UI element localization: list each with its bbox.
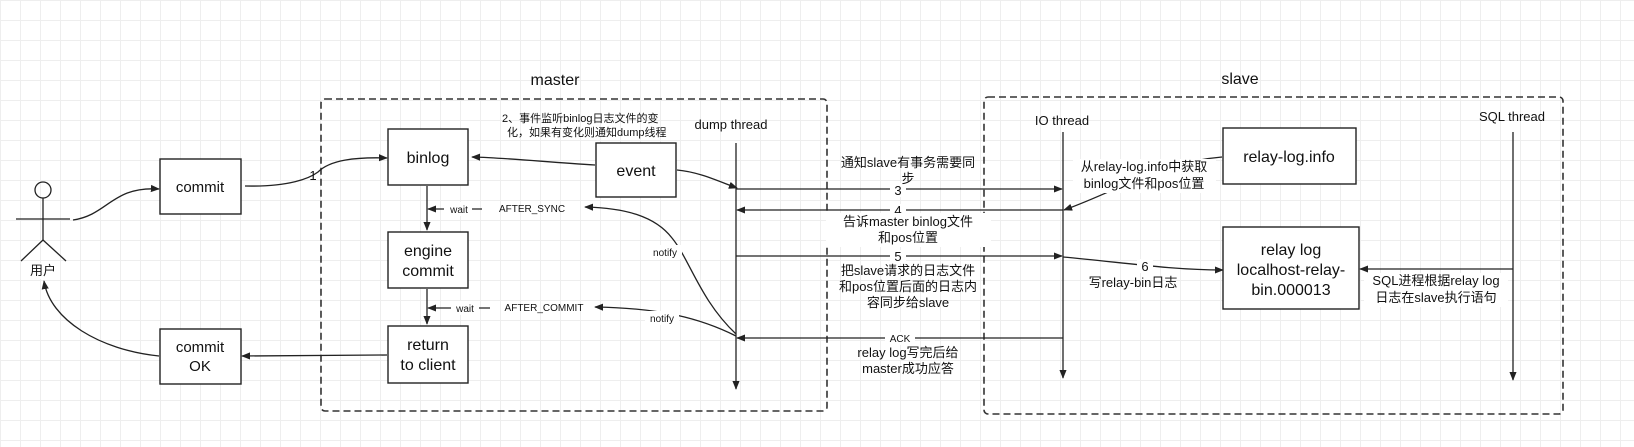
- binlog-box: [387, 128, 469, 186]
- event-note-line-2: 化，如果有变化则通知dump线程: [507, 125, 667, 139]
- relay-log-box: [1222, 226, 1360, 310]
- event-to-binlog-arrow: [471, 153, 596, 166]
- relayinfo-text-2: binlog文件和pos位置: [1084, 176, 1205, 191]
- return-to-commitok-arrow: [241, 352, 388, 360]
- user-actor-icon: [16, 181, 70, 262]
- commit-box: [159, 158, 242, 215]
- relay-log-label-1: relay log: [1261, 242, 1321, 259]
- step-1-label: 1: [309, 168, 316, 183]
- dump-thread-label: dump thread: [695, 117, 768, 132]
- sql-thread-label: SQL thread: [1479, 109, 1545, 124]
- relay-log-info-box: [1222, 127, 1357, 185]
- return-box: [387, 325, 469, 384]
- master-title: master: [531, 72, 581, 89]
- step-6-label: 6: [1141, 259, 1148, 274]
- commitok-to-user-arrow: [41, 280, 160, 357]
- commit-ok-box: [159, 328, 242, 385]
- relay-log-info-label: relay-log.info: [1243, 149, 1335, 166]
- msg-3-text-2: 步: [901, 171, 914, 186]
- step-4-label: 4: [894, 203, 901, 218]
- commit-ok-label-1: commit: [176, 339, 225, 356]
- relaybin-text: 写relay-bin日志: [1089, 275, 1178, 290]
- user-label: 用户: [30, 263, 56, 278]
- commit-label: commit: [176, 179, 225, 196]
- sql-text-2: 日志在slave执行语句: [1375, 290, 1496, 305]
- event-box: [595, 142, 677, 198]
- notify-2-label: notify: [650, 314, 674, 325]
- relay-log-label-2: localhost-relay-: [1237, 262, 1345, 279]
- wait-2-label: wait: [455, 304, 474, 315]
- relayinfo-text-1: 从relay-log.info中获取: [1081, 159, 1207, 174]
- user-to-commit-arrow: [72, 184, 160, 221]
- notify-sync-arrow: [584, 203, 737, 335]
- master-container: [320, 98, 828, 412]
- return-label-1: return: [407, 337, 449, 354]
- slave-title: slave: [1221, 71, 1258, 88]
- msg-4-text-2: 和pos位置: [878, 230, 938, 245]
- event-label: event: [616, 163, 656, 180]
- engine-commit-box: [387, 231, 469, 289]
- return-label-2: to client: [400, 357, 456, 374]
- event-to-dump-arrow: [676, 169, 738, 189]
- engine-commit-label-1: engine: [404, 243, 452, 260]
- binlog-label: binlog: [407, 150, 450, 167]
- after-sync-label: AFTER_SYNC: [499, 204, 565, 215]
- commit-to-binlog-arrow: [244, 154, 388, 187]
- step-3-label: 3: [894, 183, 901, 198]
- msg-3-text-1: 通知slave有事务需要同: [841, 155, 975, 170]
- ack-text-1: relay log写完后给: [857, 345, 958, 360]
- msg-5-text-3: 容同步给slave: [867, 295, 949, 310]
- msg-5-text-2: 和pos位置后面的日志内: [839, 279, 977, 294]
- after-commit-label: AFTER_COMMIT: [505, 303, 584, 314]
- relay-log-label-3: bin.000013: [1251, 282, 1330, 299]
- sql-text-1: SQL进程根据relay log: [1372, 273, 1499, 288]
- msg-4-text-1: 告诉master binlog文件: [843, 214, 973, 229]
- step-5-label: 5: [894, 249, 901, 264]
- ack-label: ACK: [890, 334, 911, 345]
- ack-text-2: master成功应答: [862, 361, 954, 376]
- wait-1-label: wait: [449, 205, 468, 216]
- notify-1-label: notify: [653, 248, 677, 259]
- event-note-line-1: 2、事件监听binlog日志文件的变: [502, 111, 658, 125]
- engine-commit-label-2: commit: [402, 263, 454, 280]
- io-thread-label: IO thread: [1035, 113, 1089, 128]
- commit-ok-label-2: OK: [189, 358, 211, 375]
- msg-5-text-1: 把slave请求的日志文件: [841, 263, 975, 278]
